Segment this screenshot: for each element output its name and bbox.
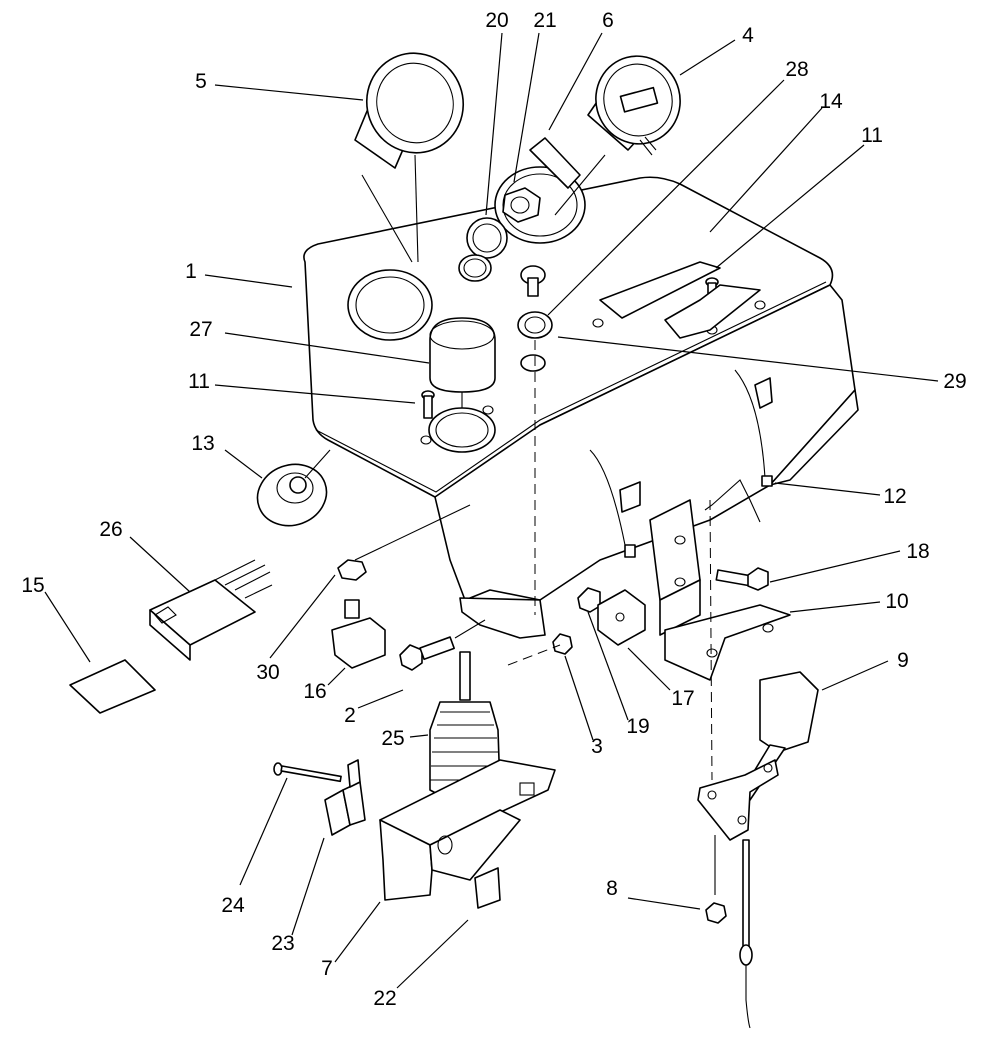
callout-29: 29 [943,370,966,393]
gauge-4-hole [494,166,586,244]
callout-24: 24 [221,894,245,917]
callout-13: 13 [191,432,214,455]
callout-11-top: 11 [861,124,883,147]
callout-28: 28 [785,58,808,81]
callout-20: 20 [485,9,508,32]
knob-13 [256,449,331,527]
bushing-29 [517,311,553,339]
micro-switch-23 [324,759,366,836]
plug-27 [429,317,496,393]
nut-30 [337,559,367,581]
bracket-10 [649,479,791,681]
callout-6: 6 [602,9,614,32]
throttle-lever-9 [697,671,819,1029]
connector-26 [149,559,273,661]
callout-2: 2 [344,704,356,727]
callout-3: 3 [591,735,603,758]
gauge-4 [587,55,681,156]
key-switch-6 [529,137,581,189]
bolt-2 [399,636,455,671]
callout-12: 12 [883,485,906,508]
callout-17: 17 [671,687,694,710]
slot-plate-14 [599,261,761,339]
callout-9: 9 [897,649,909,672]
callout-10: 10 [885,590,908,613]
callout-27: 27 [189,318,212,341]
callout-25: 25 [381,727,404,750]
callout-8: 8 [606,877,618,900]
nut-3 [552,633,573,655]
callout-23: 23 [271,932,294,955]
joystick-plate-7 [379,759,556,901]
clip-12-right [761,475,773,487]
mount-22 [474,867,501,909]
callout-labels: 20 21 6 4 5 28 14 11 1 27 29 11 13 12 26… [21,9,966,1010]
spacer-17 [597,589,646,646]
callout-18: 18 [906,540,929,563]
switch-16-stem [344,599,360,619]
callout-4: 4 [742,24,754,47]
nut-21 [502,187,541,223]
screw-11-left [420,390,494,445]
switch-16 [331,617,386,669]
gauge-5 [354,52,465,169]
console-housing [303,176,859,639]
gauge-5-hole [347,269,433,341]
callout-21: 21 [533,9,556,32]
callout-1: 1 [185,260,197,283]
callout-26: 26 [99,518,122,541]
callout-15: 15 [21,574,44,597]
plug-27-hole [428,407,496,453]
callout-11-left: 11 [188,370,210,393]
callout-16: 16 [303,680,326,703]
callout-30: 30 [256,661,279,684]
nut-19 [577,587,601,613]
bolt-18 [715,567,769,591]
callout-22: 22 [373,987,396,1010]
callout-19: 19 [626,715,649,738]
callout-14: 14 [819,90,843,113]
nut-8 [705,902,727,924]
callout-7: 7 [321,957,333,980]
callout-5: 5 [195,70,207,93]
cover-15 [69,659,156,714]
screw-24 [273,762,342,783]
leader-lines [44,32,939,989]
clip-12-left [624,544,636,558]
